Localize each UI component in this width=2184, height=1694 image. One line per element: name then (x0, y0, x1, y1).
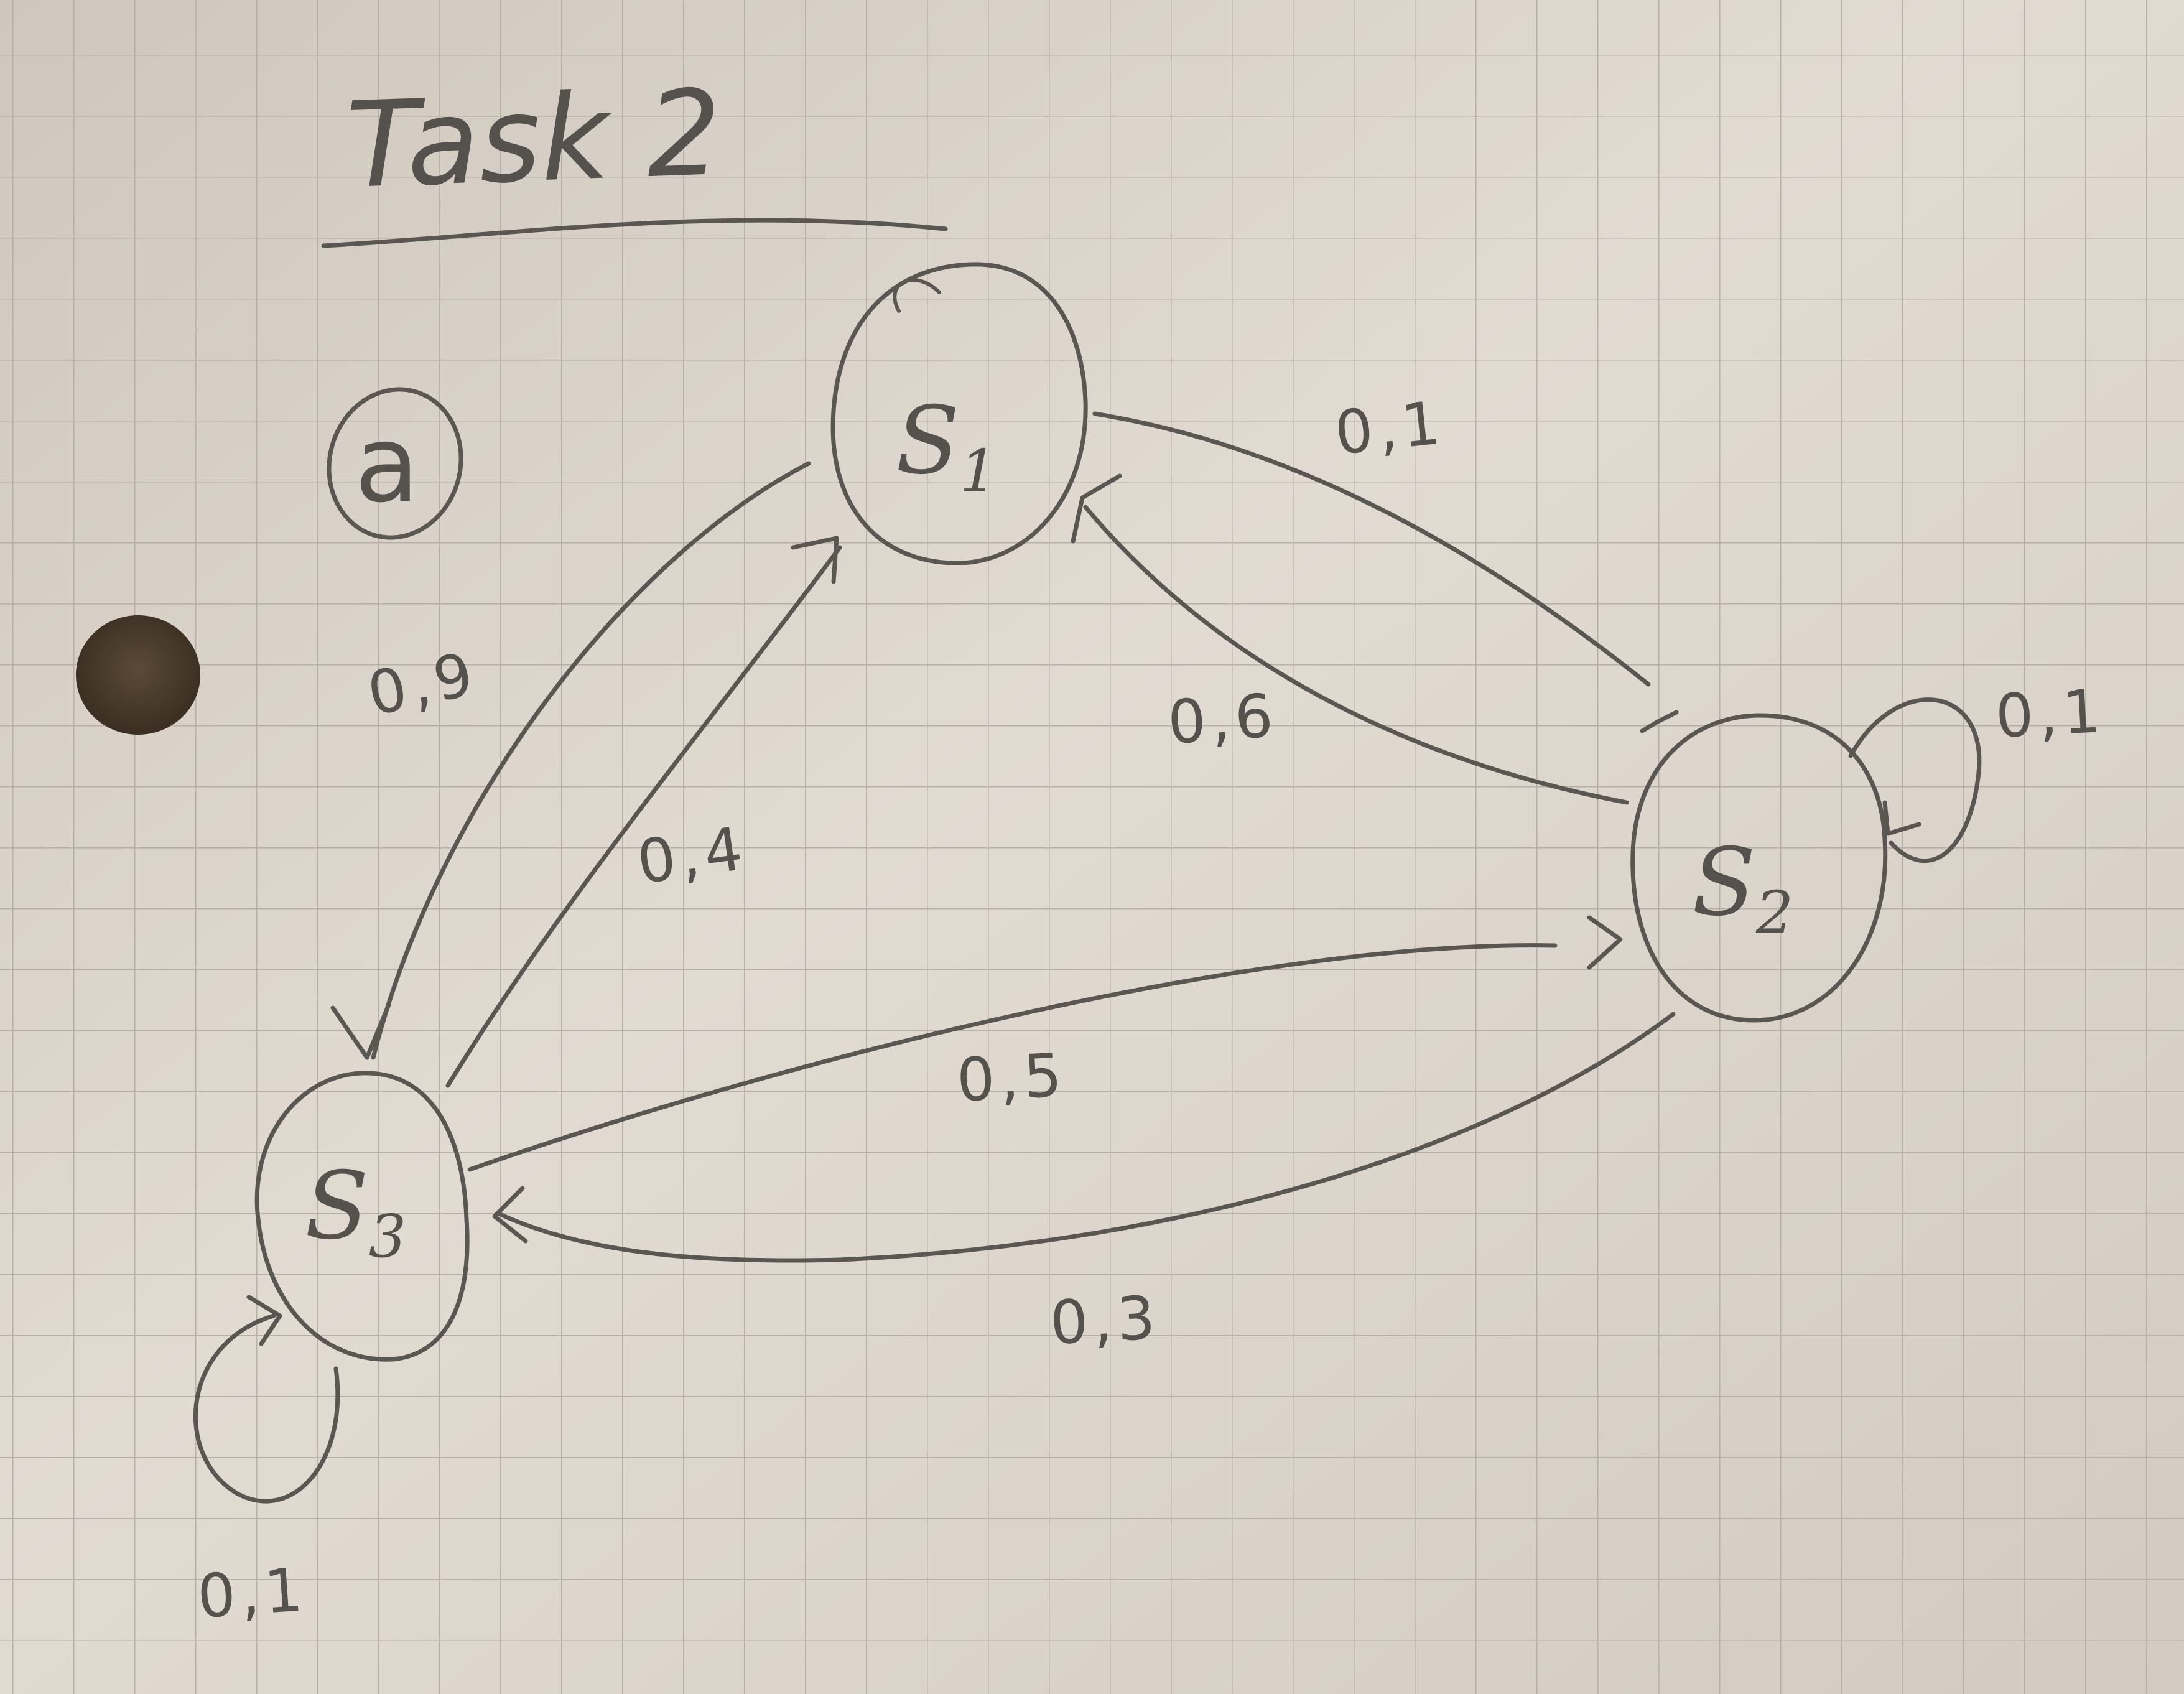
part-label-circle (327, 387, 463, 540)
punch-hole (76, 615, 200, 735)
self-loop-s2 (1848, 697, 1982, 863)
arrowhead-self-loop-s3 (246, 1295, 282, 1346)
edge-s3-s2 (467, 943, 1558, 1172)
arrowhead-s1-s2 (1640, 710, 1679, 733)
state-s3-circle (254, 1071, 470, 1362)
arrowhead-s3-s2 (1587, 915, 1623, 970)
title-underline (321, 218, 948, 248)
state-s2-circle (1630, 713, 1888, 1023)
arrowhead-s2-s3 (492, 1186, 528, 1244)
arrowhead-s2-s1 (1071, 473, 1122, 544)
self-loop-s3 (193, 1313, 340, 1504)
edge-s2-s3 (495, 1012, 1676, 1263)
part-label-text: a (355, 403, 419, 526)
edge-label-s2-s3: 0,3 (1048, 1283, 1161, 1358)
state-s1-self-hook (893, 278, 941, 313)
edge-s1-s3 (371, 461, 811, 1060)
edge-label-s2-s2: 0,1 (1994, 676, 2107, 752)
arrowhead-self-loop-s2 (1882, 800, 1921, 836)
edge-label-s1-s2: 0,1 (1332, 388, 1448, 468)
edge-label-s2-s1: 0,6 (1166, 681, 1280, 758)
edge-label-s3-s1: 0,4 (633, 813, 752, 897)
edge-label-s3-s3: 0,1 (195, 1555, 310, 1632)
title-text: Task 2 (345, 64, 724, 215)
edge-s2-s1 (1083, 505, 1629, 805)
state-s1-circle (830, 262, 1088, 565)
arrowhead-s1-s3 (330, 1002, 391, 1060)
edge-s1-s2 (1092, 411, 1651, 687)
arrowhead-s3-s1 (791, 536, 839, 584)
edge-label-s3-s2: 0,5 (955, 1040, 1068, 1115)
state-s3-label: S3 (305, 1152, 406, 1271)
state-s1-label: S1 (896, 387, 997, 506)
edge-s3-s1 (445, 545, 842, 1088)
state-s2-label: S2 (1692, 829, 1793, 947)
